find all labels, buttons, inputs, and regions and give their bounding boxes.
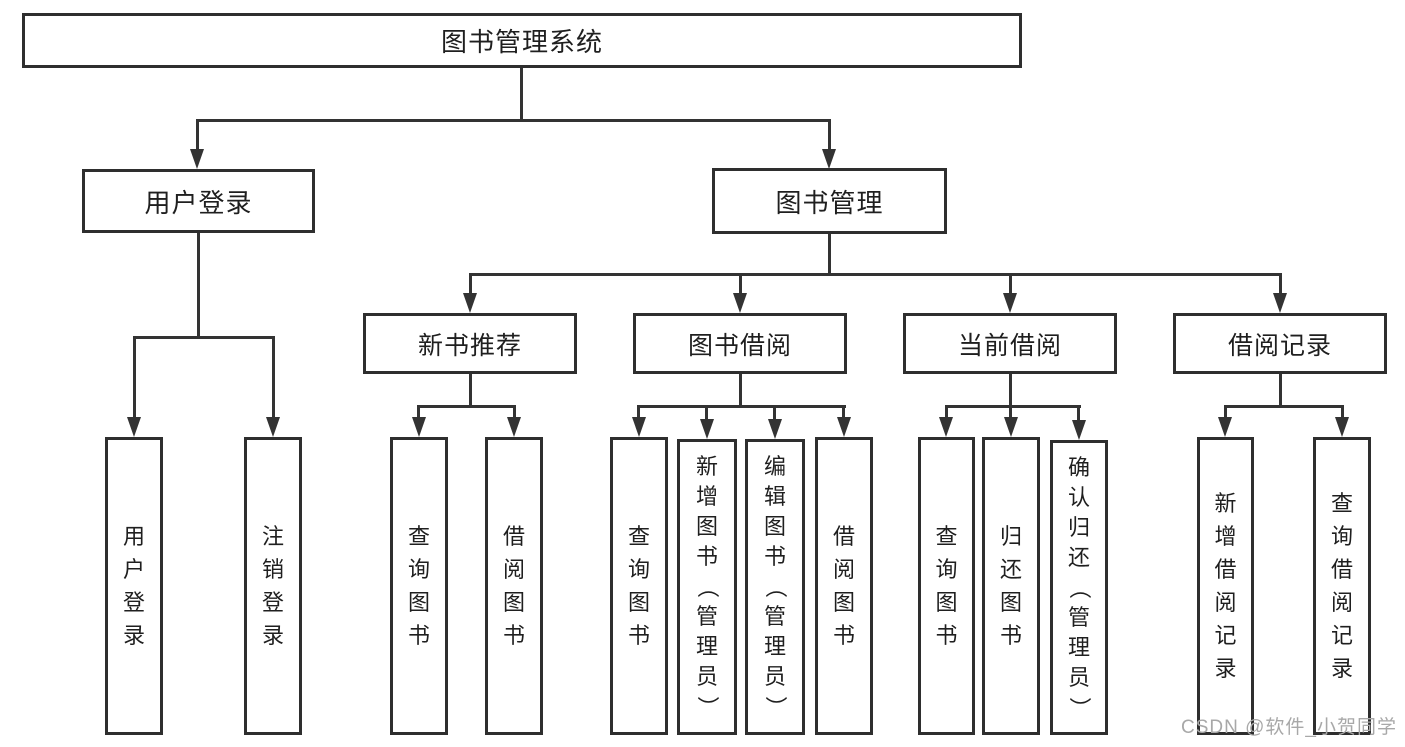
connector-root-stem <box>520 68 523 119</box>
connector-drop-records-query <box>1341 405 1344 417</box>
connector-drop-borrowing-records <box>1279 273 1282 293</box>
arrowhead-recommend-borrow <box>507 417 521 437</box>
connector-drop-leaf-user-login <box>133 336 136 417</box>
connector-drop-current-query <box>945 405 948 417</box>
arrowhead-current-query <box>939 417 953 437</box>
leaf-recommend-query-book: 查询图书 <box>390 437 448 735</box>
node-book-management: 图书管理 <box>712 168 947 234</box>
connector-drop-book-management <box>828 119 831 149</box>
connector-drop-book-borrowing <box>739 273 742 293</box>
node-current-borrowing-label: 当前借阅 <box>957 331 1062 360</box>
leaf-recommend-borrow-book: 借阅图书 <box>485 437 543 735</box>
connector-drop-current-confirm <box>1077 405 1080 420</box>
node-user-login-group-label: 用户登录 <box>144 187 253 218</box>
connector-records-rail <box>1224 405 1344 408</box>
arrowhead-current-borrowing <box>1003 293 1017 313</box>
connector-drop-user-login-group <box>196 119 199 149</box>
connector-drop-borrowing-add <box>705 405 708 419</box>
connector-drop-current-borrowing <box>1009 273 1012 293</box>
node-user-login-group: 用户登录 <box>82 169 315 233</box>
node-new-book-recommend: 新书推荐 <box>363 313 577 374</box>
connector-book-management-rail <box>469 273 1282 276</box>
arrowhead-leaf-logout <box>266 417 280 437</box>
arrowhead-borrowing-records <box>1273 293 1287 313</box>
leaf-current-return-book-label: 归还图书 <box>999 524 1022 648</box>
leaf-borrowing-add-book-label: 新增图书（管理员） <box>694 454 720 719</box>
node-root: 图书管理系统 <box>22 13 1022 68</box>
leaf-recommend-borrow-book-label: 借阅图书 <box>502 524 525 648</box>
node-book-management-label: 图书管理 <box>775 187 884 218</box>
leaf-logout: 注销登录 <box>244 437 302 735</box>
node-book-borrowing-label: 图书借阅 <box>687 331 792 360</box>
connector-records-stem <box>1279 374 1282 405</box>
leaf-borrowing-query-book: 查询图书 <box>610 437 668 735</box>
arrowhead-records-query <box>1335 417 1349 437</box>
connector-drop-recommend-query <box>417 405 420 417</box>
arrowhead-borrowing-query <box>632 417 646 437</box>
connector-borrowing-rail <box>637 405 846 408</box>
connector-user-login-rail <box>133 336 275 339</box>
connector-borrowing-stem <box>739 374 742 405</box>
arrowhead-recommend-query <box>412 417 426 437</box>
node-borrowing-records: 借阅记录 <box>1173 313 1387 374</box>
leaf-user-login-label: 用户登录 <box>122 524 145 648</box>
connector-current-stem <box>1009 374 1012 405</box>
arrowhead-new-book-recommend <box>463 293 477 313</box>
arrowhead-book-management <box>822 149 836 169</box>
arrowhead-book-borrowing <box>733 293 747 313</box>
leaf-borrowing-edit-book-label: 编辑图书（管理员） <box>762 454 788 719</box>
node-root-label: 图书管理系统 <box>440 27 603 57</box>
leaf-current-query-book: 查询图书 <box>918 437 975 735</box>
connector-user-login-stem <box>197 233 200 336</box>
leaf-user-login: 用户登录 <box>105 437 163 735</box>
arrowhead-borrowing-edit <box>768 419 782 439</box>
node-book-borrowing: 图书借阅 <box>633 313 847 374</box>
leaf-records-add-record: 新增借阅记录 <box>1197 437 1254 735</box>
arrowhead-borrowing-borrow <box>837 417 851 437</box>
leaf-records-add-record-label: 新增借阅记录 <box>1214 491 1237 681</box>
leaf-records-query-record: 查询借阅记录 <box>1313 437 1371 735</box>
arrowhead-current-return <box>1004 417 1018 437</box>
node-current-borrowing: 当前借阅 <box>903 313 1117 374</box>
leaf-borrowing-query-book-label: 查询图书 <box>627 524 650 648</box>
connector-drop-new-book-recommend <box>469 273 472 293</box>
connector-drop-recommend-borrow <box>513 405 516 417</box>
arrowhead-current-confirm <box>1072 420 1086 440</box>
leaf-current-confirm-return-label: 确认归还（管理员） <box>1066 454 1092 719</box>
leaf-records-query-record-label: 查询借阅记录 <box>1330 491 1353 681</box>
leaf-borrowing-borrow-book-label: 借阅图书 <box>832 524 855 648</box>
connector-recommend-rail <box>417 405 516 408</box>
arrowhead-records-add <box>1218 417 1232 437</box>
leaf-current-confirm-return: 确认归还（管理员） <box>1050 440 1108 735</box>
connector-drop-current-return <box>1009 405 1012 417</box>
leaf-borrowing-add-book: 新增图书（管理员） <box>677 439 737 735</box>
arrowhead-borrowing-add <box>700 419 714 439</box>
leaf-borrowing-edit-book: 编辑图书（管理员） <box>745 439 805 735</box>
node-new-book-recommend-label: 新书推荐 <box>417 331 522 360</box>
connector-drop-leaf-logout <box>272 336 275 417</box>
leaf-logout-label: 注销登录 <box>261 524 284 648</box>
connector-recommend-stem <box>469 374 472 405</box>
connector-current-rail <box>945 405 1081 408</box>
node-borrowing-records-label: 借阅记录 <box>1227 331 1332 360</box>
arrowhead-user-login-group <box>190 149 204 169</box>
arrowhead-leaf-user-login <box>127 417 141 437</box>
connector-drop-records-add <box>1224 405 1227 417</box>
leaf-borrowing-borrow-book: 借阅图书 <box>815 437 873 735</box>
csdn-watermark: CSDN @软件_小贺同学 <box>1181 717 1397 738</box>
connector-root-rail <box>196 119 831 122</box>
connector-drop-borrowing-borrow <box>842 405 845 417</box>
leaf-recommend-query-book-label: 查询图书 <box>407 524 430 648</box>
leaf-current-return-book: 归还图书 <box>982 437 1040 735</box>
connector-drop-borrowing-query <box>637 405 640 417</box>
leaf-current-query-book-label: 查询图书 <box>935 524 958 648</box>
connector-book-management-stem <box>828 234 831 273</box>
connector-drop-borrowing-edit <box>773 405 776 419</box>
